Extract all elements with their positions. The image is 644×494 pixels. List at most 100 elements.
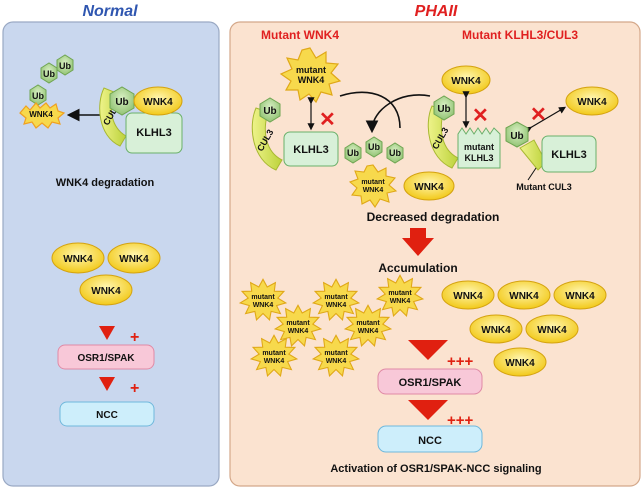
ub-hexagon — [40, 62, 58, 84]
ub-hexagon — [56, 54, 74, 76]
activation-caption: Activation of OSR1/SPAK-NCC signaling — [330, 463, 541, 475]
svg-text:Ub: Ub — [263, 106, 276, 117]
mutant-wnk4-label: WNK4 — [264, 358, 285, 365]
mutant-wnk4-title: Mutant WNK4 — [261, 28, 339, 42]
svg-text:WNK4: WNK4 — [298, 75, 325, 85]
klhl3-box — [283, 131, 339, 167]
cul3-crescent — [427, 105, 459, 169]
svg-text:KLHL3: KLHL3 — [551, 149, 586, 161]
wnk4-oval — [403, 171, 455, 201]
degraded-wnk4-burst — [19, 102, 66, 129]
svg-text:WNK4: WNK4 — [537, 325, 567, 336]
normal-panel: Normal Ub Ub Ub WNK4 CUL3 KLHL3 Ub WNK4 … — [2, 3, 220, 487]
wnk4-oval — [107, 242, 161, 274]
mutant-wnk4-star — [249, 334, 299, 378]
wnk4-oval — [51, 242, 105, 274]
svg-text:mutant: mutant — [464, 142, 494, 152]
mutant-wnk4-star — [311, 334, 361, 378]
accumulation-arrow — [402, 228, 434, 256]
ub-hexagon — [505, 121, 529, 148]
free-ub-group: Ub Ub Ub — [344, 136, 404, 164]
mutant-wnk4-label: mutant — [262, 350, 286, 357]
ub-chain: Ub Ub Ub WNK4 — [19, 54, 74, 129]
mutant-wnk4-label: mutant — [388, 290, 412, 297]
mutant-cul3-label: Mutant CUL3 — [516, 182, 572, 192]
mutant-wnk4-star — [238, 278, 288, 322]
mutant-wnk4-star — [375, 274, 425, 318]
ub-hexagon — [344, 142, 362, 164]
phaii-panel: PHAII Mutant WNK4 Mutant KLHL3/CUL3 muta… — [229, 3, 641, 487]
mutant-wnk4-label: mutant — [286, 320, 310, 327]
svg-text:WNK4: WNK4 — [414, 182, 444, 193]
mutant-klhl3-complex: CUL3 Ub mutant KLHL3 — [427, 95, 501, 169]
svg-text:WNK4: WNK4 — [481, 325, 511, 336]
activation-arrow — [99, 377, 115, 391]
mutant-wnk4-label: WNK4 — [326, 358, 347, 365]
svg-text:WNK4: WNK4 — [91, 286, 121, 297]
svg-text:Ub: Ub — [347, 148, 359, 158]
mutant-wnk4-label: mutant — [251, 294, 275, 301]
activation-arrow — [99, 326, 115, 340]
normal-heading: Normal — [82, 3, 138, 20]
mutant-wnk4-label: WNK4 — [288, 328, 309, 335]
cul3-crescent — [251, 107, 283, 171]
osr1-spak-box — [57, 344, 155, 370]
wnk4-oval — [469, 314, 523, 344]
svg-text:Ub: Ub — [115, 97, 128, 108]
ub-hexagon — [259, 97, 281, 123]
accumulation-caption: Accumulation — [378, 261, 457, 275]
wnk4-oval — [133, 86, 183, 116]
svg-text:Ub: Ub — [59, 61, 71, 71]
svg-text:OSR1/SPAK: OSR1/SPAK — [399, 377, 462, 389]
plus-osr: + — [130, 329, 139, 346]
wnk4-oval — [497, 280, 551, 310]
mutant-wnk4-star — [273, 304, 323, 348]
phaii-cul3-klhl3-left: CUL3 Ub KLHL3 — [251, 97, 339, 171]
svg-text:Ub: Ub — [389, 148, 401, 158]
svg-text:WNK4: WNK4 — [143, 97, 173, 108]
block-x-icon: ✕ — [319, 109, 336, 131]
plus-ncc: + — [130, 380, 139, 397]
svg-text:WNK4: WNK4 — [577, 97, 607, 108]
strong-activation-arrow — [408, 340, 448, 360]
svg-text:WNK4: WNK4 — [451, 76, 481, 87]
plus-ncc-strong: +++ — [447, 412, 474, 429]
ncc-box — [59, 401, 155, 427]
wnk4-oval — [553, 280, 607, 310]
svg-text:KLHL3: KLHL3 — [465, 153, 494, 163]
svg-text:NCC: NCC — [418, 435, 442, 447]
svg-text:WNK4: WNK4 — [119, 254, 149, 265]
ub-hexagon — [29, 84, 47, 106]
ub-hexagon — [365, 136, 383, 158]
svg-text:Ub: Ub — [368, 142, 380, 152]
svg-text:WNK4: WNK4 — [29, 110, 53, 119]
osr1-spak-box — [377, 368, 483, 395]
mutant-wnk4-label: WNK4 — [253, 302, 274, 309]
degradation-caption: WNK4 degradation — [56, 177, 155, 189]
svg-text:WNK4: WNK4 — [453, 291, 483, 302]
klhl3-box — [541, 135, 597, 173]
svg-text:Ub: Ub — [32, 91, 44, 101]
curved-arrow — [365, 94, 431, 134]
wnk4-oval — [441, 280, 495, 310]
strong-activation-arrow — [408, 400, 448, 420]
mutant-wnk4-cluster: mutantWNK4mutantWNK4mutantWNK4mutantWNK4… — [238, 274, 425, 378]
blocked-binding-arrow — [524, 106, 567, 134]
plus-osr-strong: +++ — [447, 353, 474, 370]
block-x-icon: ✕ — [530, 104, 547, 126]
svg-text:WNK4: WNK4 — [363, 187, 384, 194]
mutant-wnk4-star-small: mutant WNK4 — [348, 164, 398, 208]
mutant-klhl3-title: Mutant KLHL3/CUL3 — [462, 28, 578, 42]
ncc-box — [377, 425, 483, 453]
mutant-wnk4-star — [343, 304, 393, 348]
svg-text:WNK4: WNK4 — [505, 358, 535, 369]
wnk4-oval — [79, 274, 133, 306]
svg-text:mutant: mutant — [296, 65, 326, 75]
wnk4-oval — [493, 347, 547, 377]
curved-arrow — [339, 91, 401, 129]
mutant-klhl3-box — [457, 127, 501, 169]
normal-wnk4-group: WNK4 WNK4 WNK4 — [51, 242, 161, 306]
svg-text:KLHL3: KLHL3 — [293, 144, 328, 156]
svg-text:mutant: mutant — [361, 179, 385, 186]
mutant-wnk4-label: mutant — [356, 320, 380, 327]
